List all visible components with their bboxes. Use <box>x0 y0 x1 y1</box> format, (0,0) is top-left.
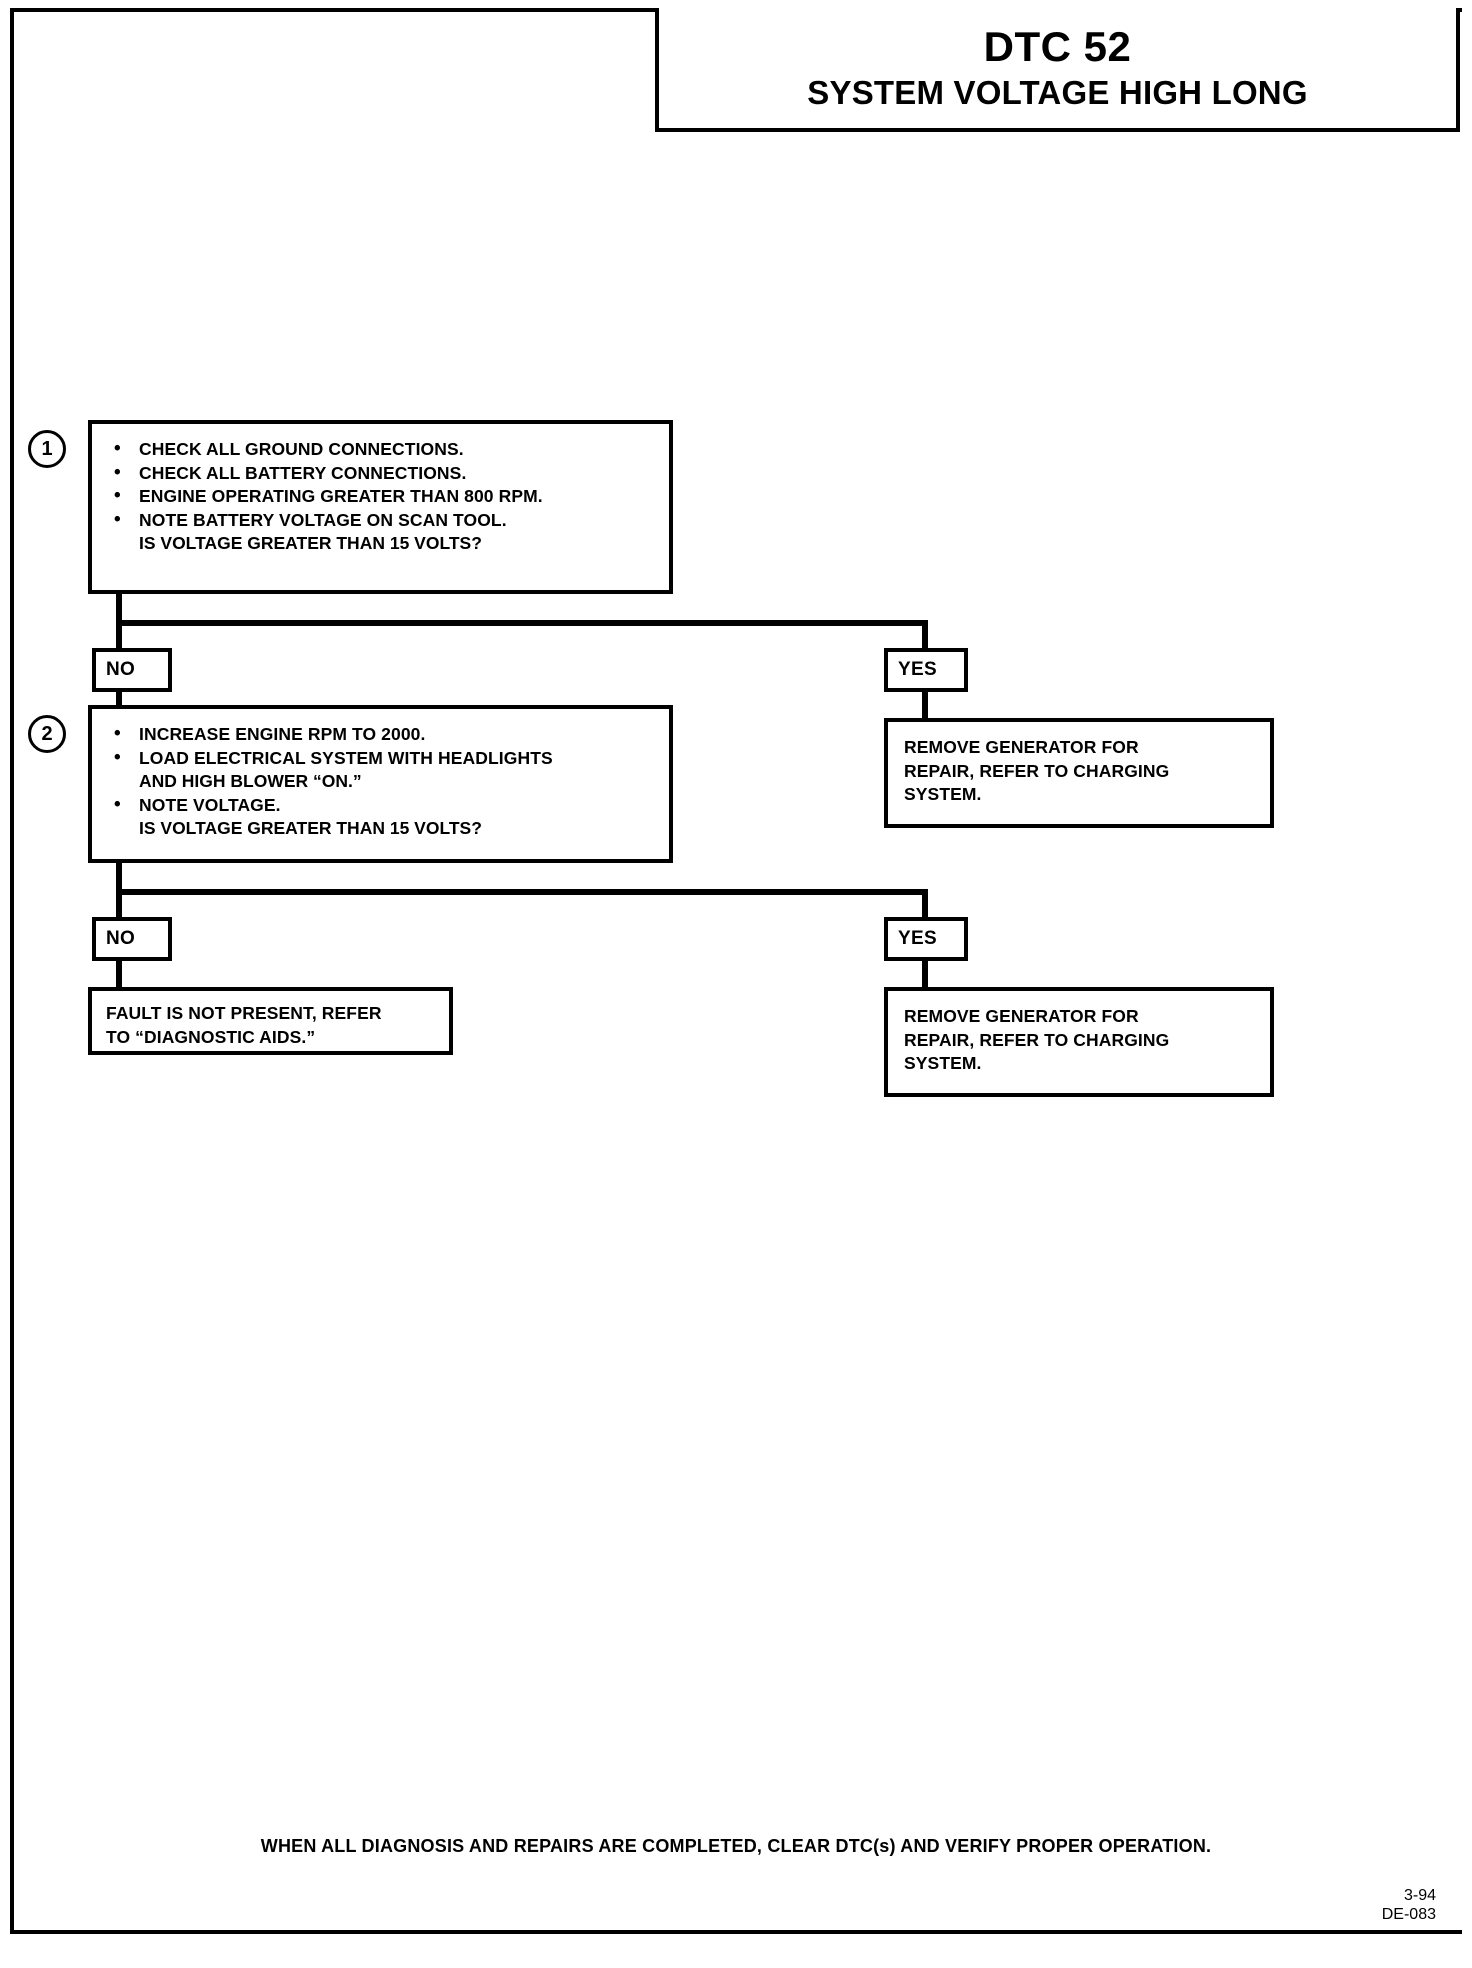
step-1-question: IS VOLTAGE GREATER THAN 15 VOLTS? <box>139 533 482 553</box>
step-2-bullet-2-line-2: AND HIGH BLOWER “ON.” <box>139 771 362 791</box>
step-marker-2: 2 <box>28 715 66 753</box>
connector-step2-no-down <box>116 889 122 925</box>
step-1-bullet-4: NOTE BATTERY VOLTAGE ON SCAN TOOL. <box>102 508 659 533</box>
connector-step1-stub-down <box>116 594 122 626</box>
step-2-box: INCREASE ENGINE RPM TO 2000. LOAD ELECTR… <box>88 705 673 863</box>
connector-step1-yes-to-action <box>922 692 928 720</box>
step-2-bullet-list: INCREASE ENGINE RPM TO 2000. LOAD ELECTR… <box>102 722 659 841</box>
dtc-code: DTC 52 <box>983 22 1132 70</box>
branch-step2-yes-label: YES <box>898 928 937 949</box>
connector-step2-no-to-action <box>116 961 122 989</box>
outcome-step2-no-line-1: FAULT IS NOT PRESENT, REFER <box>106 1003 382 1023</box>
branch-step2-no-label: NO <box>106 928 136 949</box>
outcome-step2-yes-line-3: SYSTEM. <box>904 1053 982 1073</box>
step-2-bullet-3: NOTE VOLTAGE. <box>102 793 659 818</box>
step-2-bullet-2: LOAD ELECTRICAL SYSTEM WITH HEADLIGHTS <box>102 746 659 771</box>
step-marker-2-label: 2 <box>41 722 53 745</box>
outcome-step2-no-line-2: TO “DIAGNOSTIC AIDS.” <box>106 1026 316 1047</box>
page-doc-code: DE-083 <box>1381 1906 1436 1923</box>
step-1-bullet-list: CHECK ALL GROUND CONNECTIONS. CHECK ALL … <box>102 437 659 556</box>
connector-step1-horizontal <box>116 620 928 626</box>
connector-step2-yes-down <box>922 889 928 925</box>
step-marker-1: 1 <box>28 430 66 468</box>
branch-step2-no: NO <box>92 917 172 961</box>
step-1-bullet-2: CHECK ALL BATTERY CONNECTIONS. <box>102 461 659 486</box>
outcome-step2-no-box: FAULT IS NOT PRESENT, REFER TO “DIAGNOST… <box>88 987 453 1055</box>
step-1-box: CHECK ALL GROUND CONNECTIONS. CHECK ALL … <box>88 420 673 594</box>
outcome-step1-yes-box: REMOVE GENERATOR FOR REPAIR, REFER TO CH… <box>884 718 1274 828</box>
step-2-question: IS VOLTAGE GREATER THAN 15 VOLTS? <box>139 818 482 838</box>
connector-step2-stub-down <box>116 863 122 895</box>
outcome-step1-yes-line-2: REPAIR, REFER TO CHARGING <box>904 760 1170 781</box>
dtc-title-block: DTC 52 SYSTEM VOLTAGE HIGH LONG <box>655 8 1460 132</box>
dtc-description: SYSTEM VOLTAGE HIGH LONG <box>807 73 1308 111</box>
page-reference: 3-94 DE-083 <box>1382 1886 1436 1924</box>
branch-step1-yes-label: YES <box>898 659 937 680</box>
outcome-step2-yes-line-1: REMOVE GENERATOR FOR <box>904 1006 1139 1026</box>
connector-step2-horizontal <box>116 889 928 895</box>
branch-step1-yes: YES <box>884 648 968 692</box>
page-border-left <box>10 8 14 1934</box>
page-border-bottom <box>10 1930 1462 1934</box>
step-1-bullet-1: CHECK ALL GROUND CONNECTIONS. <box>102 437 659 462</box>
connector-step1-yes-down <box>922 620 928 656</box>
step-2-bullet-1: INCREASE ENGINE RPM TO 2000. <box>102 722 659 747</box>
outcome-step2-yes-line-2: REPAIR, REFER TO CHARGING <box>904 1029 1170 1050</box>
connector-step2-yes-to-action <box>922 961 928 989</box>
page-date-code: 3-94 <box>1403 1887 1436 1904</box>
outcome-step1-yes-line-3: SYSTEM. <box>904 784 982 804</box>
branch-step1-no: NO <box>92 648 172 692</box>
branch-step2-yes: YES <box>884 917 968 961</box>
footer-note: WHEN ALL DIAGNOSIS AND REPAIRS ARE COMPL… <box>260 1836 1212 1856</box>
outcome-step2-yes-box: REMOVE GENERATOR FOR REPAIR, REFER TO CH… <box>884 987 1274 1097</box>
step-1-bullet-3: ENGINE OPERATING GREATER THAN 800 RPM. <box>102 484 659 509</box>
step-marker-1-label: 1 <box>41 437 53 460</box>
connector-step1-no-down <box>116 620 122 656</box>
branch-step1-no-label: NO <box>106 659 136 680</box>
outcome-step1-yes-line-1: REMOVE GENERATOR FOR <box>904 737 1139 757</box>
